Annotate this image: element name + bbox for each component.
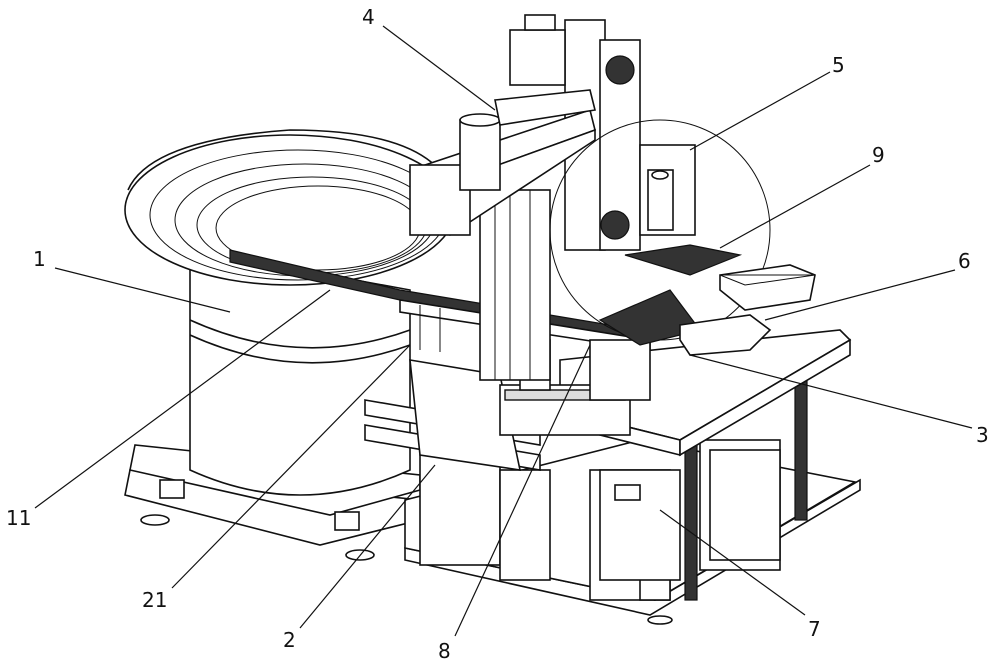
label-8: 8	[438, 639, 451, 663]
label-5: 5	[832, 53, 845, 77]
gantry-column	[479, 14, 641, 381]
label-6: 6	[958, 249, 971, 273]
reference-numerals: 4 5 9 1 6 3 11 21 2 8 7	[6, 5, 989, 663]
label-7: 7	[808, 617, 821, 641]
label-1: 1	[33, 247, 46, 271]
label-4: 4	[362, 5, 375, 29]
control-box	[599, 449, 781, 581]
press-module	[364, 339, 651, 471]
label-9: 9	[872, 143, 885, 167]
label-2: 2	[283, 628, 296, 652]
label-21: 21	[142, 588, 167, 612]
slide-module	[409, 89, 596, 236]
label-11: 11	[6, 506, 31, 530]
leader-lines	[34, 25, 973, 637]
label-3: 3	[976, 423, 989, 447]
collection-box	[679, 264, 816, 356]
